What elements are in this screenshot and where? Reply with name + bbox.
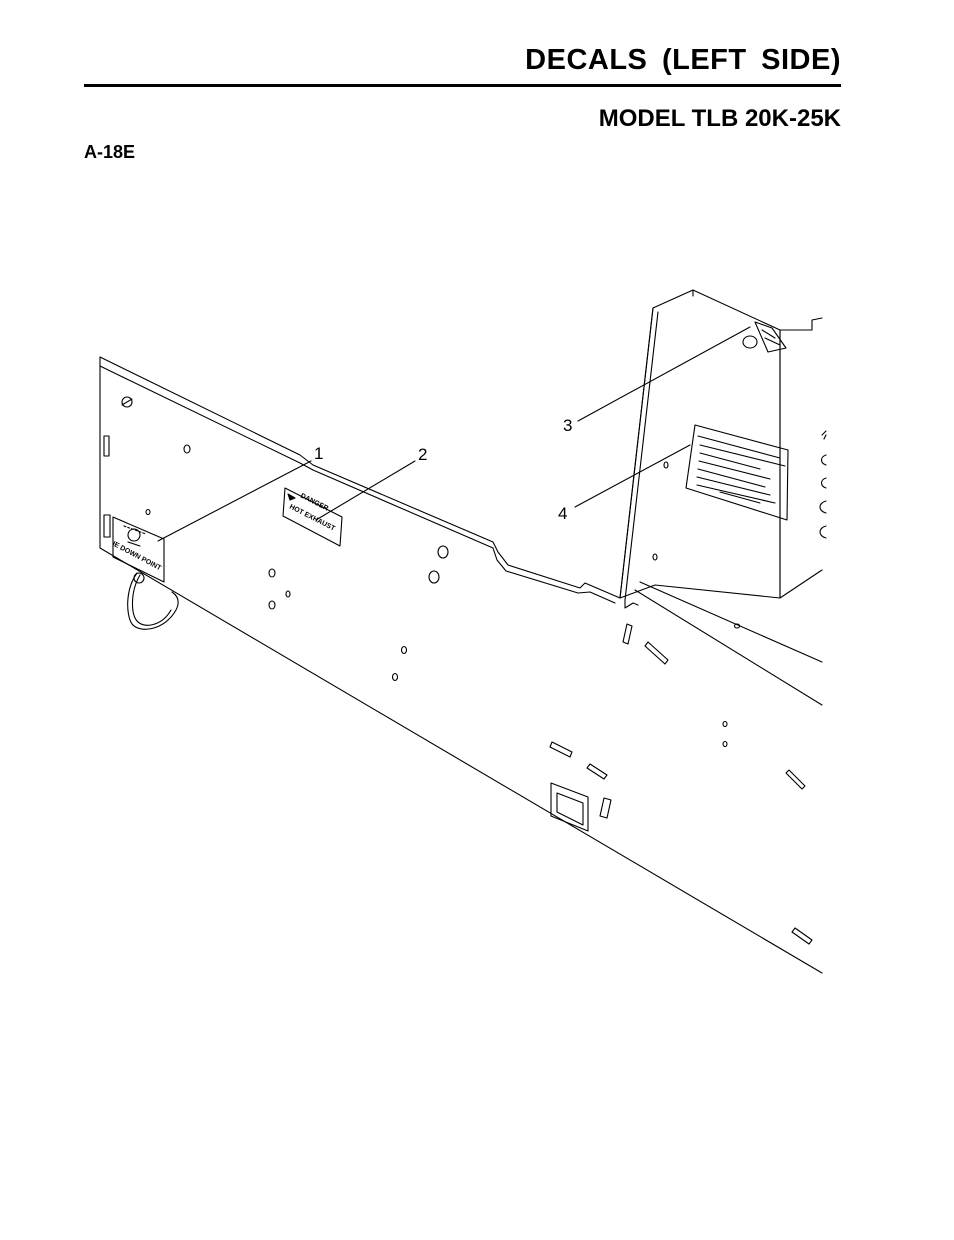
square-cutout <box>550 782 589 832</box>
tank-service-decal <box>685 424 789 521</box>
frame-rail-body <box>99 365 823 974</box>
model-subtitle: MODEL TLB 20K-25K <box>598 105 841 132</box>
callout-leaders <box>157 326 751 542</box>
tie-down-ring <box>127 572 179 630</box>
title-rule <box>84 84 841 87</box>
callout-2: 2 <box>418 445 427 464</box>
figure-code: A-18E <box>84 142 136 162</box>
frame-rail-top <box>99 356 621 604</box>
callout-4: 4 <box>558 504 567 523</box>
page-title: DECALS (LEFT SIDE) <box>525 44 841 76</box>
danger-decal: DANGER HOT EXHAUST <box>282 487 343 547</box>
hydraulic-tank <box>619 289 823 609</box>
frame-holes <box>121 396 741 748</box>
danger-decal-text: HOT EXHAUST <box>288 504 337 533</box>
callout-numbers: 1 2 3 4 <box>314 416 572 523</box>
tank-small-decal <box>754 321 787 353</box>
tie-down-decal: IE DOWN POINT <box>111 516 165 583</box>
frame-slots <box>103 435 813 945</box>
callout-3: 3 <box>563 416 572 435</box>
callout-1: 1 <box>314 444 323 463</box>
right-edge-details <box>819 430 827 539</box>
